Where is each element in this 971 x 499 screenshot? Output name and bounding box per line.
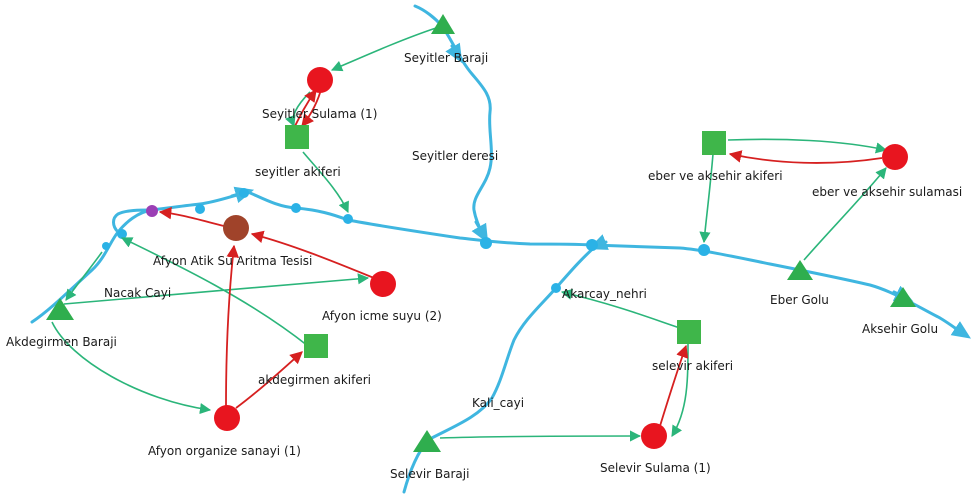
label-seyitler-sulama: Seyitler Sulama (1) bbox=[262, 107, 377, 121]
link-akdegirmen-to-organize[interactable] bbox=[51, 321, 212, 415]
link-icme-to-treatment[interactable] bbox=[250, 230, 375, 279]
river-kali-cayi[interactable] bbox=[402, 242, 600, 494]
reservoir-akdegirmen-baraji[interactable] bbox=[46, 298, 74, 320]
link-treatment-to-river[interactable] bbox=[158, 206, 225, 227]
river-node[interactable] bbox=[586, 239, 598, 251]
label-akarcay-nehri: Akarcay_nehri bbox=[562, 287, 647, 301]
link-selevir-baraji-to-sulama[interactable] bbox=[439, 430, 642, 442]
aquifers bbox=[285, 125, 726, 358]
label-seyitler-baraji: Seyitler Baraji bbox=[404, 51, 488, 65]
link-organize-to-treatment[interactable] bbox=[225, 244, 240, 407]
link-eber-akiferi-to-sulamasi[interactable] bbox=[727, 138, 888, 154]
link-akdegirmen-to-nacak[interactable] bbox=[63, 273, 370, 305]
river-node[interactable] bbox=[698, 244, 710, 256]
river-node[interactable] bbox=[117, 229, 127, 239]
label-afyon-icme-suyu: Afyon icme suyu (2) bbox=[322, 309, 442, 323]
river-seyitler-deresi[interactable] bbox=[413, 4, 493, 244]
label-afyon-organize-sanayi: Afyon organize sanayi (1) bbox=[148, 444, 301, 458]
label-seyitler-deresi: Seyitler deresi bbox=[412, 149, 498, 163]
rivers bbox=[30, 4, 971, 494]
aquifer-selevir-akiferi[interactable] bbox=[677, 320, 701, 344]
reservoir-selevir-baraji[interactable] bbox=[413, 430, 441, 452]
link-selevir-akiferi-to-sulama[interactable] bbox=[671, 341, 689, 437]
link-eber-akiferi-to-river[interactable] bbox=[699, 153, 714, 244]
reservoir-aksehir-golu[interactable] bbox=[890, 287, 916, 307]
demand-selevir-sulama[interactable] bbox=[641, 423, 667, 449]
demand-afyon-organize-sanayi[interactable] bbox=[214, 405, 240, 431]
return-flow-node[interactable] bbox=[146, 205, 158, 217]
river-node[interactable] bbox=[343, 214, 353, 224]
link-eber-golu-to-sulamasi[interactable] bbox=[803, 167, 887, 261]
demand-eber-aksehir-sulamasi[interactable] bbox=[882, 144, 908, 170]
river-node[interactable] bbox=[239, 188, 249, 198]
link-organize-to-akdegirmen-akiferi[interactable] bbox=[235, 351, 303, 409]
river-node[interactable] bbox=[480, 237, 492, 249]
label-eber-aksehir-sulamasi: eber ve aksehir sulamasi bbox=[812, 185, 962, 199]
river-nodes bbox=[102, 188, 710, 293]
label-eber-golu: Eber Golu bbox=[770, 293, 829, 307]
labels: Seyitler Baraji Seyitler Sulama (1) seyi… bbox=[6, 51, 962, 481]
label-eber-aksehir-akiferi: eber ve aksehir akiferi bbox=[648, 169, 783, 183]
return-links bbox=[158, 85, 883, 427]
label-selevir-baraji: Selevir Baraji bbox=[390, 467, 469, 481]
demand-afyon-icme-suyu[interactable] bbox=[370, 271, 396, 297]
link-akdegirmen-akiferi-to-river[interactable] bbox=[120, 237, 309, 347]
river-node[interactable] bbox=[551, 283, 561, 293]
label-afyon-atik-su: Afyon Atik Su Aritma Tesisi bbox=[153, 254, 312, 268]
aquifer-eber-aksehir-akiferi[interactable] bbox=[702, 131, 726, 155]
link-selevir-sulama-to-akiferi[interactable] bbox=[659, 344, 689, 427]
river-node[interactable] bbox=[291, 203, 301, 213]
label-aksehir-golu: Aksehir Golu bbox=[862, 322, 938, 336]
link-akiferi-to-seyitler-sulama[interactable] bbox=[293, 88, 317, 129]
label-selevir-sulama: Selevir Sulama (1) bbox=[600, 461, 711, 475]
label-selevir-akiferi: selevir akiferi bbox=[652, 359, 733, 373]
label-kali-cayi: Kali_cayi bbox=[472, 396, 524, 410]
link-seyitler-baraji-to-sulama[interactable] bbox=[330, 27, 437, 72]
river-upper-loop[interactable] bbox=[112, 208, 154, 234]
demand-sites bbox=[214, 67, 908, 449]
link-river-to-akdegirmen[interactable] bbox=[65, 251, 103, 301]
aquifer-seyitler-akiferi[interactable] bbox=[285, 125, 309, 149]
treatment-afyon-atik-su[interactable] bbox=[223, 215, 249, 241]
label-akdegirmen-akiferi: akdegirmen akiferi bbox=[258, 373, 371, 387]
river-main-akarcay[interactable] bbox=[30, 190, 968, 338]
label-seyitler-akiferi: seyitler akiferi bbox=[255, 165, 341, 179]
label-akdegirmen-baraji: Akdegirmen Baraji bbox=[6, 335, 117, 349]
link-seyitler-akiferi-to-river[interactable] bbox=[302, 151, 349, 214]
link-selevir-akiferi-to-river[interactable] bbox=[560, 288, 681, 329]
reservoirs bbox=[46, 14, 916, 452]
label-nacak-cayi: Nacak Cayi bbox=[104, 286, 171, 300]
river-node[interactable] bbox=[195, 204, 205, 214]
aquifer-akdegirmen-akiferi[interactable] bbox=[304, 334, 328, 358]
link-sulamasi-to-eber-akiferi[interactable] bbox=[728, 150, 883, 164]
reservoir-seyitler-baraji[interactable] bbox=[431, 14, 455, 34]
reservoir-eber-golu[interactable] bbox=[787, 260, 813, 280]
supply-links bbox=[51, 27, 888, 442]
river-node[interactable] bbox=[102, 242, 110, 250]
demand-seyitler-sulama[interactable] bbox=[307, 67, 333, 93]
